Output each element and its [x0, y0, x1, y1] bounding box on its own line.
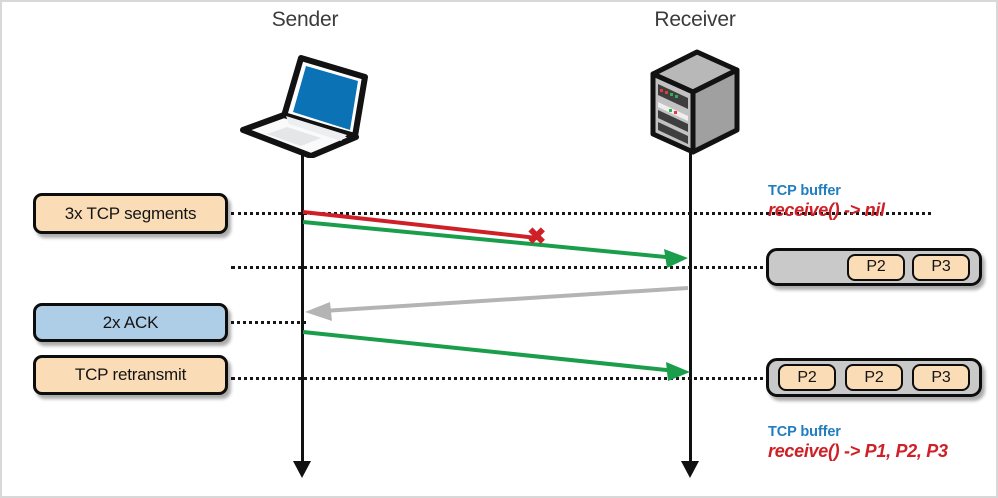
frame-right-border — [996, 0, 998, 498]
annotation-tcp-retransmit: TCP retransmit — [33, 355, 228, 395]
message-lost-segment — [302, 210, 538, 240]
tcp-buffer-top: P2 P3 — [766, 248, 982, 286]
frame-left-border — [0, 0, 2, 498]
sender-actor-label: Sender — [271, 8, 339, 31]
packet-box: P2 — [845, 364, 903, 391]
leader-line-buffer-bottom — [231, 377, 771, 380]
message-delivered-segments-arrowhead — [664, 249, 688, 268]
leader-line-ack — [231, 321, 306, 324]
packet-box: P3 — [912, 364, 970, 391]
buffer-bottom-caption-title: TCP buffer — [768, 424, 841, 440]
message-retransmit-segment — [302, 330, 677, 373]
laptop-icon — [237, 46, 372, 159]
sender-lifeline-arrowhead — [293, 461, 311, 478]
frame-bottom-border — [0, 496, 998, 498]
buffer-bottom-caption-call: receive() -> P1, P2, P3 — [768, 440, 948, 461]
leader-line-buffer-top — [231, 266, 771, 269]
receiver-actor-label: Receiver — [654, 8, 736, 31]
packet-box: P3 — [912, 253, 970, 281]
server-icon — [645, 48, 743, 158]
packet-box: P2 — [847, 253, 905, 281]
buffer-top-caption-call: receive() -> nil — [768, 199, 885, 220]
message-ack-response-arrowhead — [305, 302, 332, 321]
frame-top-border — [0, 0, 998, 2]
receiver-lifeline-arrowhead — [681, 461, 699, 478]
message-delivered-segments — [302, 220, 677, 260]
leader-line-segments — [231, 212, 931, 215]
buffer-top-caption: TCP buffer receive() -> nil — [768, 183, 885, 221]
buffer-top-caption-title: TCP buffer — [768, 183, 841, 199]
buffer-bottom-caption: TCP buffer receive() -> P1, P2, P3 — [768, 424, 948, 462]
message-ack-response — [322, 286, 689, 313]
message-retransmit-segment-arrowhead — [666, 362, 690, 381]
annotation-3x-tcp-segments: 3x TCP segments — [33, 193, 228, 234]
tcp-buffer-bottom: P2 P2 P3 — [766, 358, 982, 397]
sender-lifeline — [301, 150, 304, 462]
packet-box: P2 — [778, 364, 836, 391]
receiver-lifeline — [689, 150, 692, 462]
x-marker-icon: ✖ — [527, 223, 547, 249]
annotation-2x-ack: 2x ACK — [33, 303, 228, 342]
